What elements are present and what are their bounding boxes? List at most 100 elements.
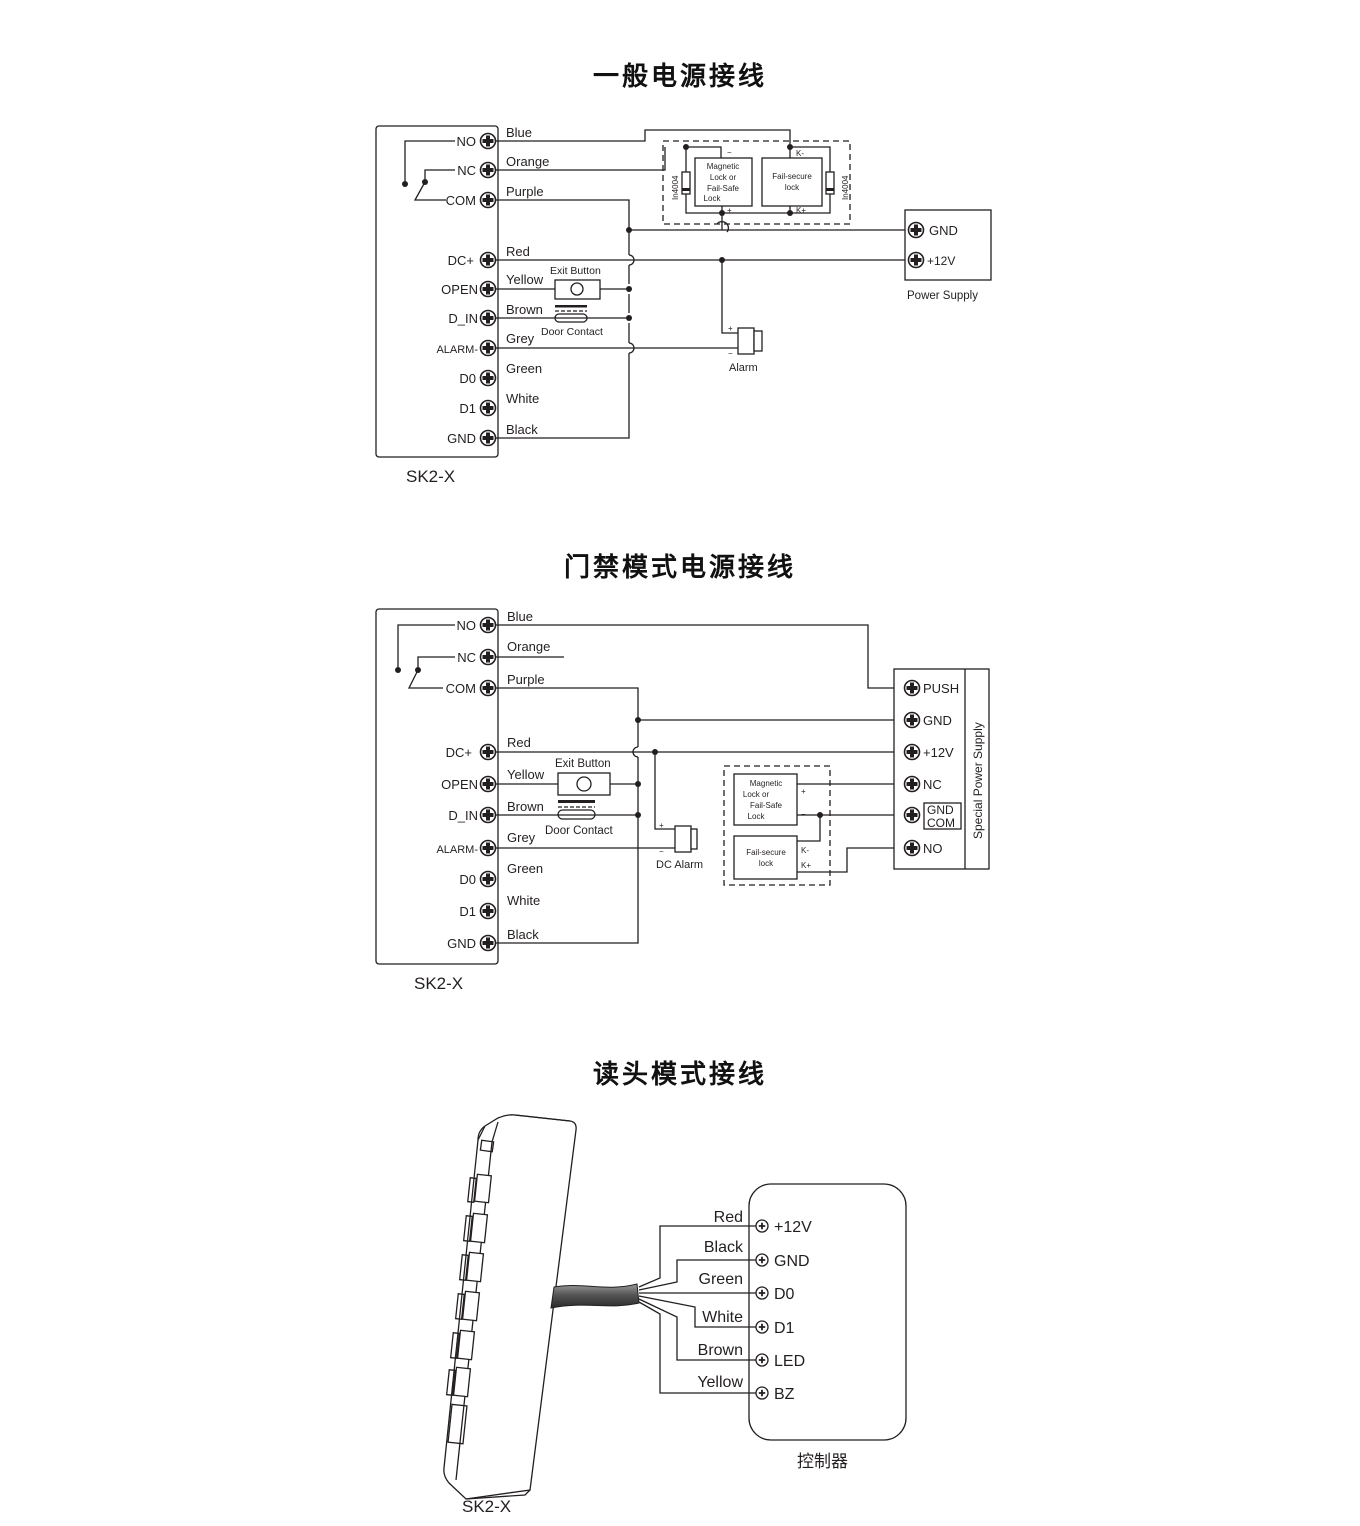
wire-label: Red [506, 244, 530, 259]
wire-label: Grey [507, 830, 536, 845]
device-model-label: SK2-X [406, 467, 455, 486]
terminal-label: DC+ [446, 745, 472, 760]
wire-label: White [702, 1309, 743, 1326]
wire-label: White [506, 391, 539, 406]
alarm-plus: + [728, 324, 733, 333]
cable [550, 1283, 640, 1309]
magnetic-lock [694, 157, 753, 207]
lock-text: Lock or [710, 173, 737, 182]
special-power-supply [893, 668, 990, 870]
fail-secure-lock [761, 157, 823, 207]
fail-secure-lock [733, 835, 798, 880]
terminal-label: NO [457, 134, 477, 149]
wire-label: Orange [506, 154, 549, 169]
alarm-label: Alarm [729, 362, 758, 374]
wire-label: Yellow [697, 1374, 743, 1391]
wire-label: Purple [506, 184, 544, 199]
title-access-mode-wiring: 门禁模式电源接线 [563, 553, 796, 583]
device-body [375, 125, 499, 458]
terminal-alarm: ALARM- Grey [436, 830, 536, 857]
device-body [375, 608, 499, 965]
terminal-com: COM Purple [446, 672, 545, 697]
terminal-no: NO Blue [457, 125, 532, 150]
wire-label: Green [507, 861, 543, 876]
lock-text: lock [785, 183, 800, 192]
terminal-label: NO [457, 618, 477, 633]
k-plus: K+ [796, 206, 806, 215]
terminal-label: D_IN [448, 808, 478, 823]
wire-label: Blue [506, 125, 532, 140]
lock-group [662, 140, 851, 225]
lock-group [723, 765, 831, 886]
device-model-label: SK2-X [414, 974, 463, 993]
mag-minus: − [727, 148, 732, 157]
terminal-no: NO Blue [457, 609, 533, 634]
terminal-label: OPEN [441, 777, 478, 792]
controller-terminal-12v: +12V [774, 1219, 812, 1236]
dc-alarm-label: DC Alarm [656, 859, 703, 871]
terminal-label: COM [446, 681, 476, 696]
title-general-wiring: 一般电源接线 [592, 62, 767, 92]
ps-terminal-gnd: GND [923, 713, 952, 728]
terminal-label: D0 [459, 371, 476, 386]
terminal-label: D1 [459, 401, 476, 416]
door-contact-label: Door Contact [545, 825, 614, 837]
terminal-label: GND [447, 431, 476, 446]
lock-text: Magnetic [750, 779, 782, 788]
terminal-d0: D0 Green [459, 361, 542, 387]
wire-label: White [507, 893, 540, 908]
terminal-d-in: D_IN Brown [448, 799, 544, 824]
terminal-com: COM Purple [446, 184, 544, 209]
special-power-supply-label: Special Power Supply [971, 722, 985, 839]
ps-terminal-push: PUSH [923, 681, 959, 696]
alarm-plus: + [659, 821, 664, 830]
door-contact-label: Door Contact [541, 326, 603, 338]
wire-label: Yellow [507, 767, 545, 782]
ps-terminal-gnd: GND [929, 223, 958, 238]
ps-terminal-gnd-com: COM [927, 816, 955, 830]
terminal-label: D0 [459, 872, 476, 887]
terminal-dc-plus: DC+ Red [446, 735, 531, 761]
wire-label: Green [699, 1271, 743, 1288]
terminal-nc: NC Orange [457, 154, 549, 179]
terminal-block: NO Blue NC Orange COM Purple DC+ Red OPE… [436, 125, 549, 447]
terminal-d-in: D_IN Brown [448, 302, 543, 327]
exit-button-label: Exit Button [550, 265, 601, 277]
terminal-label: ALARM- [436, 344, 478, 356]
wire-label: Grey [506, 331, 535, 346]
terminal-open: OPEN Yellow [441, 767, 545, 793]
wire-label: Black [506, 422, 538, 437]
controller-terminal-led: LED [774, 1353, 805, 1370]
keypad-buttons [445, 1173, 493, 1445]
lock-text: Magnetic [707, 162, 739, 171]
terminal-label: D_IN [448, 311, 478, 326]
k-plus: K+ [801, 861, 811, 870]
terminal-label: GND [447, 936, 476, 951]
wire-label: Black [507, 927, 539, 942]
ps-terminal-gnd-com: GND [927, 803, 954, 817]
terminal-d0: D0 Green [459, 861, 543, 888]
terminal-label: D1 [459, 904, 476, 919]
lock-text: Fail-secure [772, 172, 812, 181]
lock-text: Fail-secure [746, 848, 786, 857]
wire-label: Yellow [506, 272, 544, 287]
device-model-label: SK2-X [462, 1497, 511, 1516]
wire-label: Black [704, 1239, 744, 1256]
alarm-minus: − [659, 847, 664, 856]
exit-button-label: Exit Button [555, 758, 611, 770]
diode-left [681, 171, 691, 195]
diode-label: In4004 [671, 175, 680, 200]
wire-label: Red [714, 1209, 743, 1226]
ps-terminal-no: NO [923, 841, 943, 856]
terminal-d1: D1 White [459, 391, 539, 417]
controller-terminal-gnd: GND [774, 1253, 810, 1270]
diode-label: In4004 [841, 175, 850, 200]
general-wiring-diagram: NO Blue NC Orange COM Purple DC+ Red OPE… [375, 125, 992, 486]
controller-terminals: +12V GND D0 D1 LED BZ [755, 1219, 812, 1403]
lock-text: Lock or [743, 790, 770, 799]
power-supply [904, 209, 992, 281]
terminal-d1: D1 White [459, 893, 540, 920]
magnetic-lock [733, 773, 798, 826]
terminal-open: OPEN Yellow [441, 272, 544, 298]
controller-terminal-bz: BZ [774, 1386, 795, 1403]
